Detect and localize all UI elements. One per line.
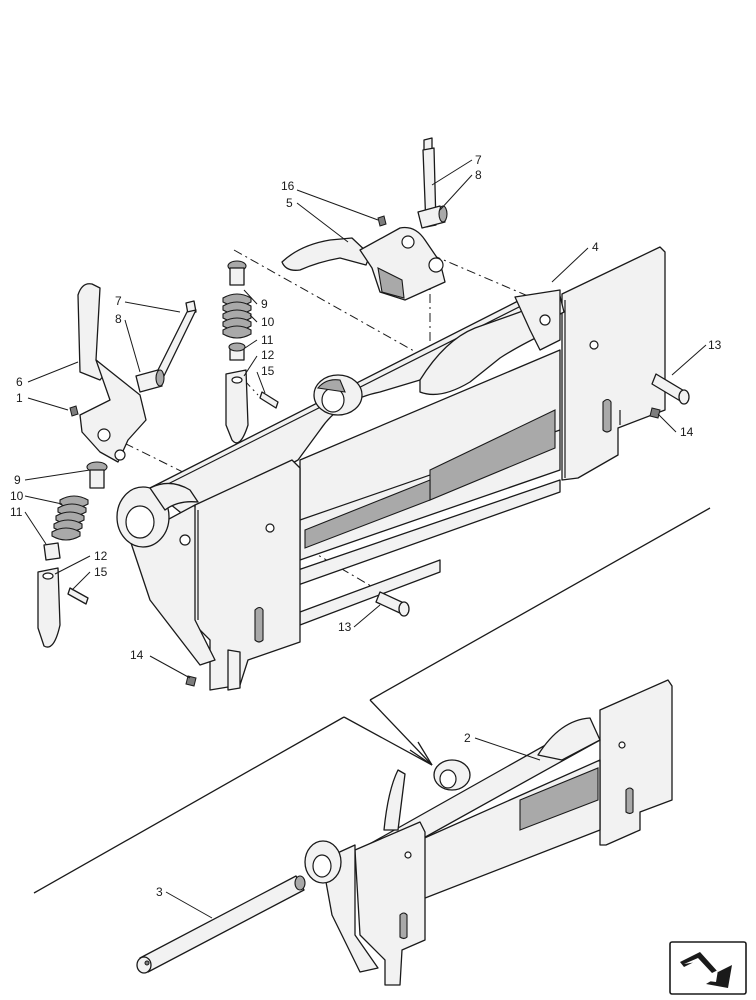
callout-9-right: 9: [261, 297, 268, 311]
callout-6: 6: [16, 375, 23, 389]
callout-10-left: 10: [10, 489, 24, 503]
section-separator: [33, 507, 711, 894]
pivot-pin-item-3: [136, 875, 306, 974]
callout-10-right: 10: [261, 315, 275, 329]
spring-stack-right: [222, 260, 279, 444]
callout-4: 4: [592, 240, 599, 254]
pin-item-13-front: [375, 591, 410, 617]
callout-3: 3: [156, 885, 163, 899]
coupler-assembly-complete: [304, 679, 673, 986]
callout-14-front: 14: [130, 648, 144, 662]
bolt-item-7-left: [153, 300, 197, 381]
bushing-item-8-left: [135, 369, 165, 393]
callout-7-left: 7: [115, 294, 122, 308]
callout-11-right: 11: [261, 333, 274, 347]
callout-5: 5: [286, 196, 293, 210]
callout-labels: 16 5 7 8 4 7 8 6 1 9 10 11 12 15 13 14 9…: [10, 153, 722, 899]
clip-item-16: [377, 215, 387, 227]
latch-lever-right: [281, 226, 446, 301]
bolt-item-7-right: [422, 137, 437, 228]
callout-13-right: 13: [708, 338, 722, 352]
leader-lines: [24, 159, 707, 919]
callout-1: 1: [16, 391, 23, 405]
callout-8-upper: 8: [475, 168, 482, 182]
callout-7-upper: 7: [475, 153, 482, 167]
callout-15-right: 15: [261, 364, 275, 378]
clip-item-1: [69, 405, 79, 417]
bushing-item-8-right: [417, 205, 448, 229]
latch-lever-left: [77, 283, 147, 463]
callout-2: 2: [464, 731, 471, 745]
callout-16: 16: [281, 179, 295, 193]
callout-12-left: 12: [94, 549, 108, 563]
callout-9-left: 9: [14, 473, 21, 487]
grease-fitting-item-14-left: [185, 675, 197, 687]
spring-stack-left: [37, 461, 108, 648]
callout-12-right: 12: [261, 348, 275, 362]
callout-11-left: 11: [10, 505, 23, 519]
next-page-arrow-icon[interactable]: [669, 941, 747, 995]
callout-14-right: 14: [680, 425, 694, 439]
callout-15-left: 15: [94, 565, 108, 579]
callout-13-front: 13: [338, 620, 352, 634]
pin-item-13-right: [651, 373, 690, 405]
callout-8-left: 8: [115, 312, 122, 326]
grease-fitting-item-14-right: [649, 407, 661, 419]
coupler-frame: [116, 246, 666, 691]
